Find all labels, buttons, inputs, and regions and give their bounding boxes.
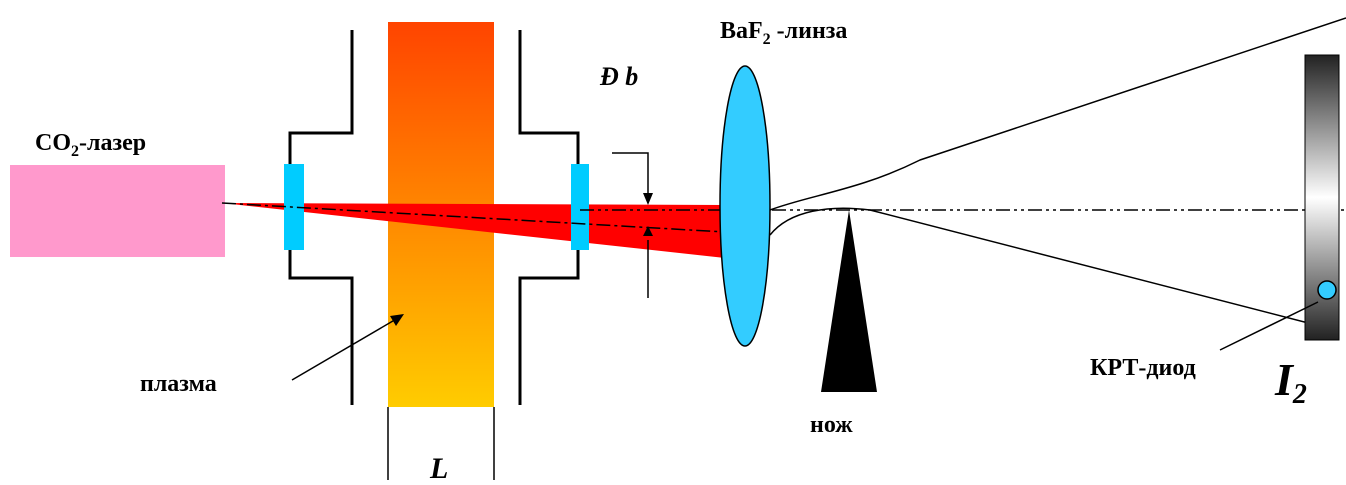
diode-pointer-line — [1219, 301, 1319, 351]
chamber-window-left — [284, 164, 304, 250]
deflection-label: Ð b — [599, 62, 638, 91]
baf2-lens-label: BaF2 -линза — [720, 18, 847, 48]
co2-laser-label: CO2-лазер — [35, 130, 146, 160]
chamber-wall-right-top — [518, 30, 580, 190]
chamber-wall-left-top — [288, 30, 354, 185]
ray-upper — [769, 17, 1346, 211]
intensity-label: I2 — [1274, 354, 1307, 410]
deflected-axis-line — [221, 202, 726, 233]
detector-label: КРТ-диод — [1090, 355, 1196, 381]
plasma-label: плазма — [140, 371, 217, 397]
chamber-window-right — [571, 164, 589, 250]
knife-edge — [821, 210, 877, 392]
deflection-arrow-bottom — [643, 226, 653, 236]
plasma-pointer-line — [291, 317, 399, 381]
deflection-arrow-top — [643, 193, 653, 205]
co2-laser-body — [10, 165, 225, 257]
kpt-diode-icon — [1317, 280, 1337, 300]
chamber-wall-right-bottom — [518, 245, 580, 405]
laser-beam — [222, 203, 725, 258]
ray-lower — [769, 207, 1317, 326]
deflection-marker-top — [612, 152, 649, 200]
chamber-wall-left-bottom — [288, 250, 354, 405]
length-label: L — [429, 452, 448, 480]
knife-label: нож — [810, 412, 853, 438]
baf2-lens — [719, 65, 771, 347]
plasma-pointer-arrowhead — [390, 314, 404, 326]
